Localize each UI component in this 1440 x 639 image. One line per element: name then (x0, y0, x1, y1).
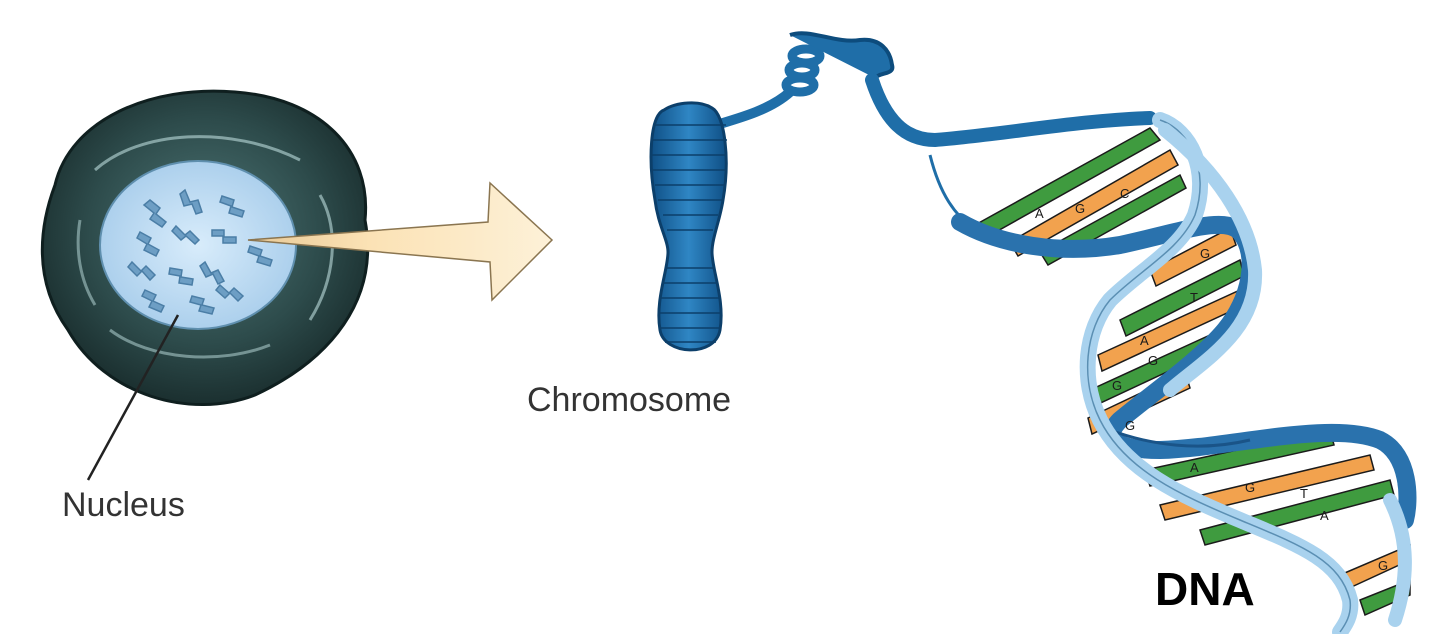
base-letter: A (1140, 333, 1149, 348)
nucleus-icon (40, 89, 370, 407)
base-letter: G (1200, 246, 1210, 261)
chromosome-icon (649, 31, 895, 352)
right-arrow-icon (247, 181, 554, 302)
base-letter: G (1148, 353, 1158, 368)
base-letter: A (1035, 206, 1044, 221)
base-letter: G (1378, 558, 1388, 573)
base-letter: A (1190, 460, 1199, 475)
nucleus-pointer-line (86, 314, 180, 481)
nucleus-label: Nucleus (62, 486, 185, 524)
base-letter: A (1320, 508, 1329, 523)
dna-double-helix-icon: A G C G T A G G G A G T A G (865, 73, 1417, 639)
chromosome-label: Chromosome (527, 381, 732, 419)
base-letter: G (1125, 418, 1135, 433)
base-letter: T (1300, 486, 1308, 501)
base-letters: A G C G T A G G G A G T A G (1035, 186, 1388, 573)
base-letter: G (1245, 480, 1255, 495)
base-letter: G (1112, 378, 1122, 393)
base-letter: T (1190, 290, 1198, 305)
dna-label: DNA (1155, 563, 1255, 615)
base-letter: G (1075, 201, 1085, 216)
base-letter: C (1120, 186, 1129, 201)
